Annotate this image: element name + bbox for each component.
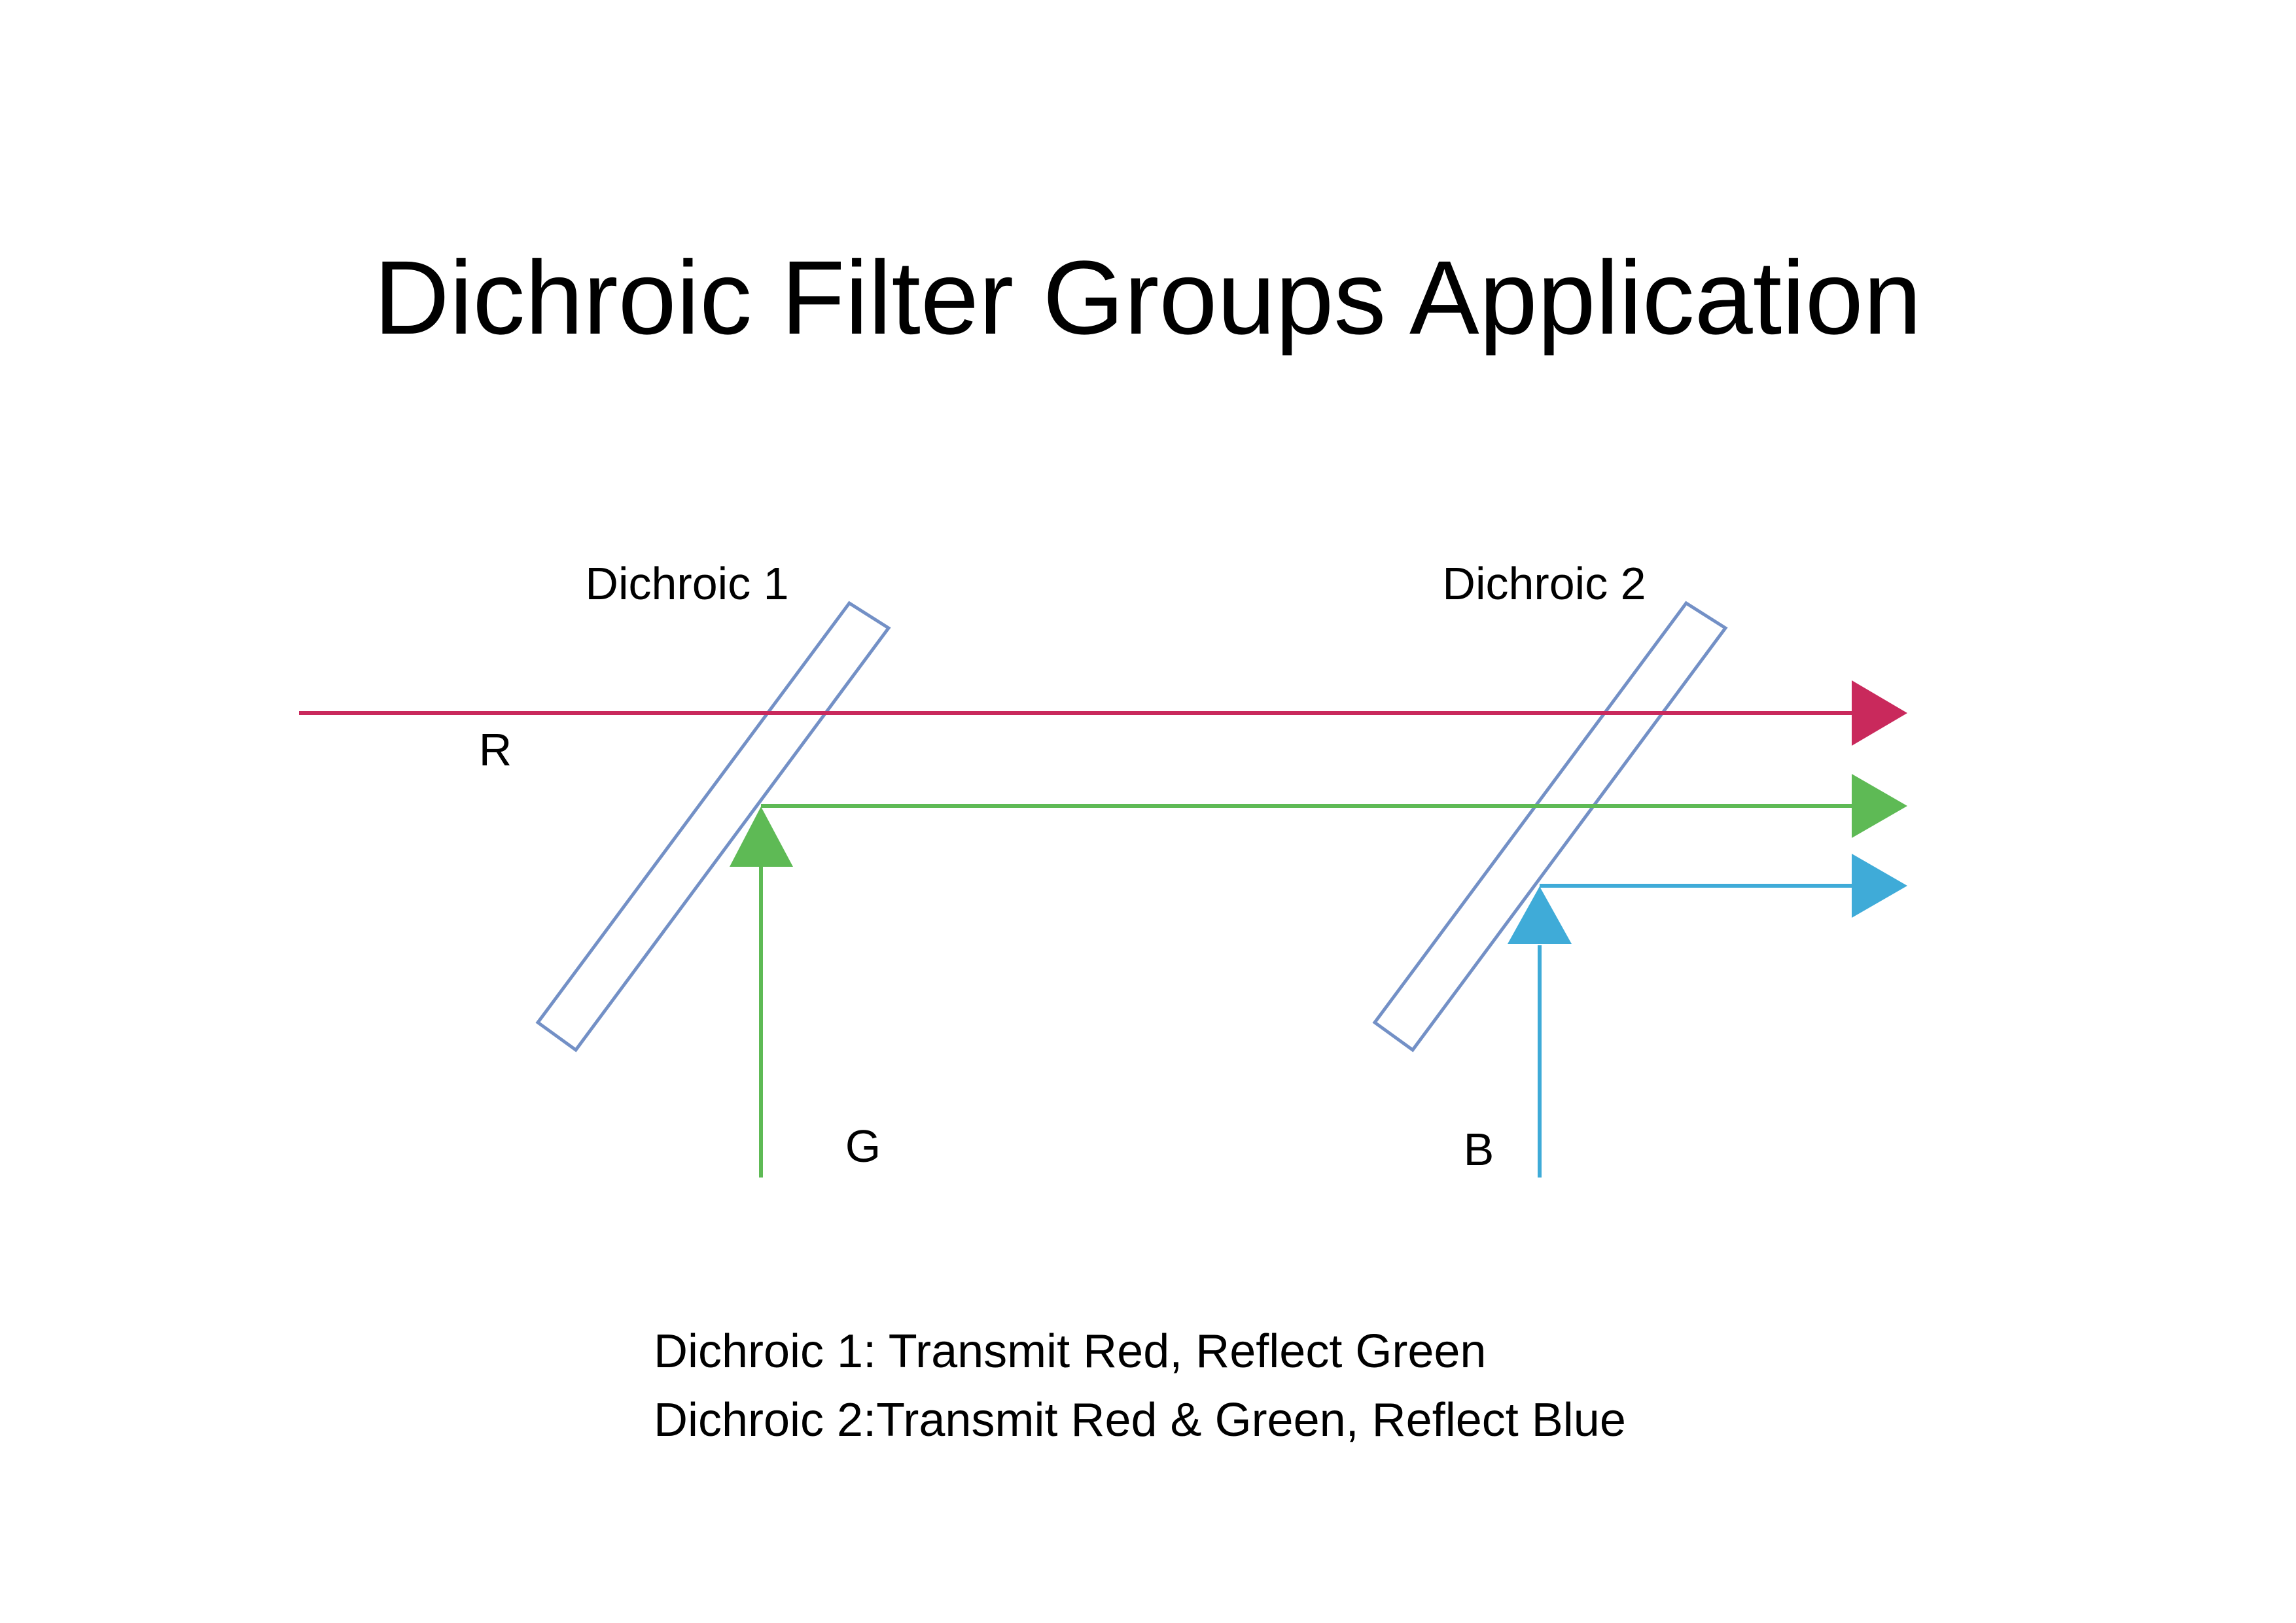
dichroic-2-label: Dichroic 2 bbox=[1442, 558, 1646, 609]
red-beam-arrowhead bbox=[1852, 680, 1907, 746]
note-dichroic-2: Dichroic 2:Transmit Red & Green, Reflect… bbox=[654, 1394, 1626, 1446]
note-dichroic-1: Dichroic 1: Transmit Red, Reflect Green bbox=[654, 1325, 1486, 1378]
dichroic-2-filter bbox=[1372, 601, 1728, 1053]
green-beam-up-arrowhead bbox=[730, 807, 793, 867]
page-title: Dichroic Filter Groups Application bbox=[374, 239, 1921, 356]
dichroic-1-label: Dichroic 1 bbox=[585, 558, 788, 609]
green-beam-arrowhead bbox=[1852, 774, 1907, 838]
red-beam-label: R bbox=[479, 724, 512, 775]
green-beam-label: G bbox=[845, 1121, 881, 1172]
dichroic-1-filter bbox=[535, 601, 891, 1053]
blue-beam-label: B bbox=[1464, 1124, 1494, 1175]
blue-beam-arrowhead bbox=[1852, 854, 1907, 918]
blue-beam-up-arrowhead bbox=[1508, 886, 1572, 944]
